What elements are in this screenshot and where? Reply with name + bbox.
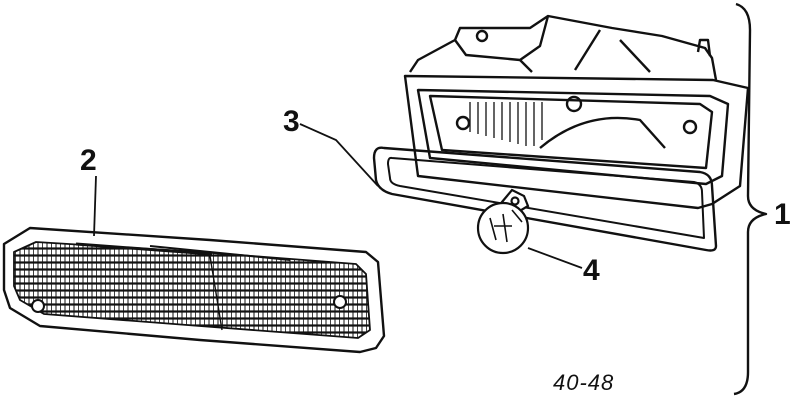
callout-4-bulb: 4: [583, 254, 600, 287]
callout-2-lens: 2: [80, 144, 97, 177]
assembly-brace: [733, 2, 768, 396]
callout-3-gasket: 3: [283, 105, 300, 138]
leader-lines: [93, 123, 583, 269]
figure-reference-code: 40-48: [553, 370, 615, 395]
lamp-lens: [2, 226, 386, 354]
leader-line-lens: [93, 175, 97, 237]
leader-line-bulb: [527, 247, 583, 269]
gasket-seal: [372, 146, 718, 252]
bulb: [476, 188, 530, 255]
callout-1-assembly: 1: [774, 198, 791, 231]
lamp-housing: [403, 14, 750, 210]
leader-line-gasket: [299, 123, 379, 187]
reflector-hatching: [469, 102, 543, 146]
